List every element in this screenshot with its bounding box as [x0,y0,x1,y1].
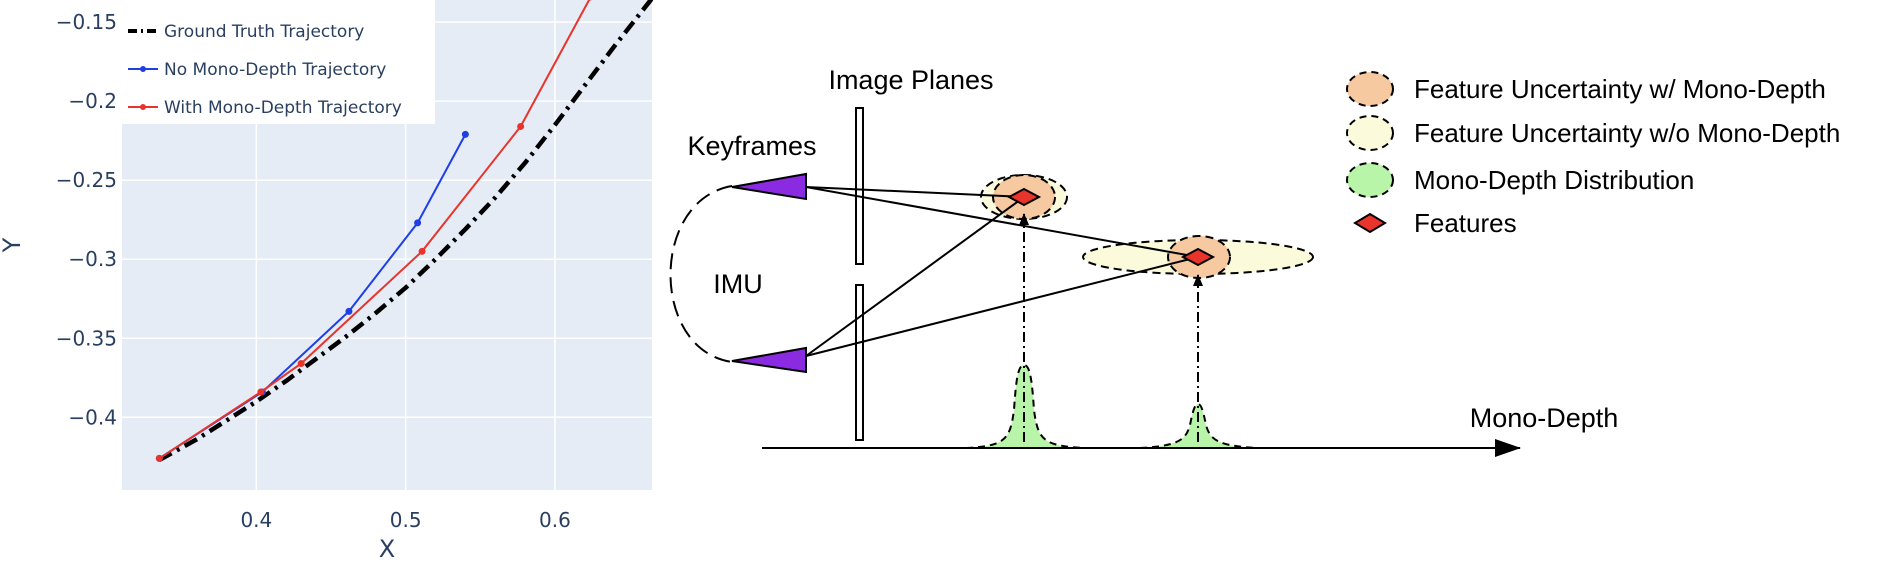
tick-labels: 0.4 0.5 0.6 −0.15 −0.2 −0.25 −0.3 −0.35 −0.4 [56,10,571,532]
legend-box [122,0,435,124]
image-plane-top [855,107,864,265]
legend-swatch [1346,162,1394,198]
y-tick-label: −0.15 [56,10,117,34]
legend-item-uncertainty-with-mono-depth: Feature Uncertainty w/ Mono-Depth [1346,71,1826,107]
imu-link [669,185,733,363]
ray-top-to-feature-1 [805,186,1025,198]
series-layer [155,0,654,462]
mono-depth-distribution [965,363,1086,449]
x-axis-title: X [379,535,395,563]
keyframe-top [731,172,807,201]
series-line-with-mono-depth-trajectory [158,0,591,460]
y-axis-title: Y [0,237,26,253]
data-point-with-mono-depth-trajectory [517,122,525,130]
mono-depth-axis-label: Mono-Depth [1470,403,1619,433]
keyframes-label: Keyframes [687,131,816,161]
legend-label: Feature Uncertainty w/o Mono-Depth [1414,118,1840,148]
y-tick-label: −0.4 [68,405,117,429]
data-point-no-mono-depth-trajectory [414,219,422,227]
legend-marker [140,104,146,110]
ray-bottom-to-feature-2 [805,256,1199,357]
data-point-with-mono-depth-trajectory [257,388,265,396]
legend-marker [140,66,146,72]
imu-label: IMU [713,269,763,299]
legend-swatch [1353,212,1387,234]
legend-item-mono-depth-distribution: Mono-Depth Distribution [1346,162,1694,198]
legend-label: With Mono-Depth Trajectory [164,98,402,118]
data-point-with-mono-depth-trajectory [418,247,426,255]
x-tick-label: 0.4 [240,508,272,532]
legend-label: No Mono-Depth Trajectory [164,60,386,80]
x-tick-label: 0.6 [539,508,571,532]
legend-label: Ground Truth Trajectory [164,22,364,42]
image-planes-label: Image Planes [828,65,993,95]
trajectory-chart: 0.4 0.5 0.6 −0.15 −0.2 −0.25 −0.3 −0.35 −0.4 X Y… [0,0,654,563]
legend-label: Features [1414,208,1517,238]
legend-item-with-mono-depth: With Mono-Depth Trajectory [128,98,402,118]
feature-marker [1006,187,1042,207]
legend-item-uncertainty-without-mono-depth: Feature Uncertainty w/o Mono-Depth [1346,115,1840,151]
legend-swatch [1346,115,1394,151]
legend-label: Feature Uncertainty w/ Mono-Depth [1414,74,1826,104]
legend-item-ground-truth: Ground Truth Trajectory [128,22,364,42]
legend-item-features: Features [1353,208,1517,238]
keyframe-bottom [731,346,807,374]
x-tick-label: 0.5 [390,508,422,532]
series-line-ground-truth-trajectory [158,0,654,462]
image-plane-bottom [855,284,864,441]
feature-marker [1180,247,1216,267]
data-point-with-mono-depth-trajectory [155,454,163,462]
data-point-no-mono-depth-trajectory [461,130,469,138]
legend-label: Mono-Depth Distribution [1414,165,1694,195]
ray-bottom-to-feature-1 [805,196,1025,357]
y-tick-label: −0.3 [68,247,117,271]
y-tick-label: −0.2 [68,89,117,113]
chart-legend: Ground Truth Trajectory No Mono-Depth Tr… [122,0,435,124]
diagram-legend: Feature Uncertainty w/ Mono-Depth Featur… [1346,71,1840,238]
legend-swatch [1346,71,1394,107]
data-point-no-mono-depth-trajectory [345,307,353,315]
mono-depth-diagram: Image Planes Keyframes IMU Mono-Depth [669,65,1840,457]
y-tick-label: −0.25 [56,168,117,192]
legend-item-no-mono-depth: No Mono-Depth Trajectory [128,60,386,80]
y-tick-label: −0.35 [56,326,117,350]
data-point-with-mono-depth-trajectory [297,360,305,368]
ray-top-to-feature-2 [805,186,1199,258]
